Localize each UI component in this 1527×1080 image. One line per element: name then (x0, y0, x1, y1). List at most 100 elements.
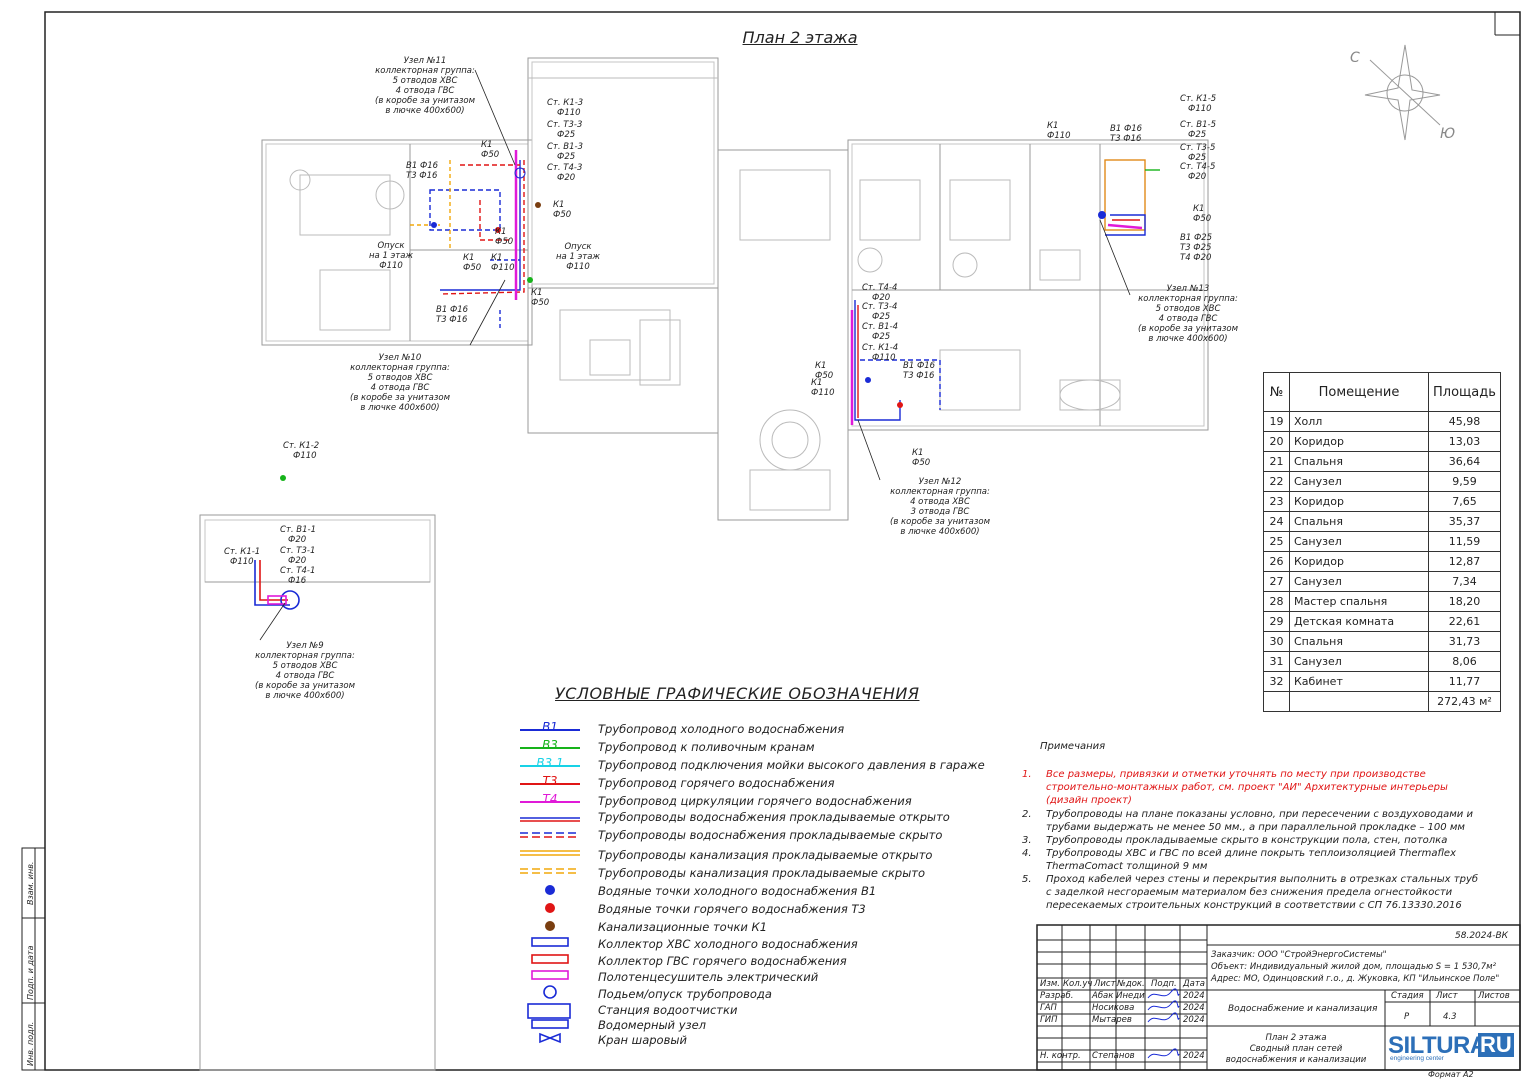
pipe-dia: Ф50 (481, 150, 500, 160)
address: Адрес: МО, Одинцовский г.о., д. Жуковка,… (1211, 974, 1500, 984)
object: Объект: Индивидуальный жилой дом, площад… (1211, 962, 1496, 972)
room-number: 32 (1263, 671, 1290, 692)
riser-dia: Ф110 (872, 353, 896, 363)
node-line: в лючке 400х600) (900, 527, 980, 537)
riser-label: Ст. В1-5 (1180, 120, 1217, 130)
node-9-callout: Узел №9 коллекторная группа: 5 отводов Х… (235, 641, 375, 701)
node-line: (в коробе за унитазом (350, 393, 450, 403)
logo-sub: engineering center (1390, 1055, 1444, 1062)
node-line: в лючке 400х600) (265, 691, 345, 701)
room-number: 31 (1263, 651, 1290, 672)
legend-code: Т3 (542, 774, 558, 788)
riser-dia: Ф25 (1188, 153, 1207, 163)
sheet-header: Лист (1436, 991, 1458, 1001)
legend-text: Коллектор ГВС горячего водоснабжения (598, 954, 847, 968)
node-12-callout: Узел №12 коллекторная группа: 4 отвода Х… (870, 477, 1010, 537)
room-name: Коридор (1289, 551, 1429, 572)
room-number: 26 (1263, 551, 1290, 572)
node-13-callout: Узел №13 коллекторная группа: 5 отводов … (1118, 284, 1258, 344)
signature-mark (1147, 1012, 1180, 1023)
pipe-code: В1 Ф16 (406, 161, 439, 171)
pipe-dia: Ф50 (1193, 214, 1212, 224)
room-number: 22 (1263, 471, 1290, 492)
room-number: 21 (1263, 451, 1290, 472)
room-number: 28 (1263, 591, 1290, 612)
legend-text: Водомерный узел (598, 1018, 707, 1032)
riser-label: Ст. К1-2 (283, 441, 320, 451)
node-line: (в коробе за унитазом (255, 681, 355, 691)
room-area: 7,65 (1428, 491, 1501, 512)
room-area: 45,98 (1428, 411, 1501, 432)
room-name: Санузел (1289, 651, 1429, 672)
legend-code: Т4 (542, 792, 558, 806)
sheet-value: 4.3 (1443, 1012, 1457, 1022)
note-number: 5. (1022, 874, 1032, 885)
legend-line-symbol: Т4 (520, 792, 590, 810)
node-line: коллекторная группа: (255, 651, 355, 661)
riser-dia: Ф20 (1188, 172, 1207, 182)
riser-label: Ст. Т4-5 (1180, 162, 1216, 172)
room-number: 27 (1263, 571, 1290, 592)
pipe-code: К1 (912, 448, 924, 458)
sheet-title-line: План 2 этажа (1265, 1033, 1327, 1043)
rooms-total-row: 272,43 м² (1263, 691, 1501, 712)
pipe-dia: Ф110 (811, 388, 835, 398)
staff-date: 2024 (1183, 1003, 1205, 1013)
node-line: (в коробе за унитазом (890, 517, 990, 527)
room-name: Коридор (1289, 431, 1429, 452)
legend-line-symbol: В3 (520, 738, 590, 756)
signatures (1147, 988, 1180, 1059)
room-name: Кабинет (1289, 671, 1429, 692)
node-line: 5 отводов ХВС (392, 76, 458, 86)
rooms-header-row: № Помещение Площадь (1263, 372, 1501, 412)
customer: Заказчик: ООО "СтройЭнергоСистемы" (1211, 950, 1387, 960)
riser-label: Ст. Т4-3 (547, 163, 583, 173)
col-area: Площадь (1428, 372, 1501, 412)
tb-col-podp: Подп. (1151, 979, 1177, 989)
riser-dia: Ф16 (288, 576, 307, 586)
room-name: Спальня (1289, 631, 1429, 652)
note-number: 2. (1022, 809, 1032, 820)
sheet-title-line: водоснабжения и канализации (1225, 1055, 1367, 1065)
logo-main: SILTURA (1388, 1032, 1487, 1059)
legend-text: Трубопровод холодного водоснабжения (598, 722, 845, 736)
riser-label: Ст. К1-5 (1180, 94, 1217, 104)
room-area: 18,20 (1428, 591, 1501, 612)
pipe-code: Т4 Ф20 (1180, 253, 1212, 263)
staff-role: Н. контр. (1040, 1051, 1081, 1061)
room-area: 36,64 (1428, 451, 1501, 472)
stamp-inv: Инв. подл. (26, 1021, 35, 1066)
legend-text: Коллектор ХВС холодного водоснабжения (598, 937, 858, 951)
compass-icon (1364, 44, 1441, 141)
tb-col-date: Дата (1183, 979, 1206, 989)
tb-col-doc: №док. (1117, 979, 1145, 989)
signature-mark (1147, 1048, 1180, 1059)
water-points (280, 167, 1106, 481)
tb-col-izm: Изм. (1040, 979, 1060, 989)
staff-name: Степанов (1092, 1051, 1135, 1061)
pipe-note: на 1 этаж (556, 252, 601, 262)
legend-text: Кран шаровый (598, 1033, 687, 1047)
pipe-note: Опуск (564, 242, 592, 252)
legend-text: Трубопровод циркуляции горячего водоснаб… (598, 794, 912, 808)
riser-label: Ст. К1-3 (547, 98, 584, 108)
compass-south: Ю (1440, 126, 1456, 142)
node-line: 4 отвода ГВС (1158, 314, 1218, 324)
riser-dia: Ф25 (557, 130, 576, 140)
room-name: Мастер спальня (1289, 591, 1429, 612)
node-line: коллекторная группа: (890, 487, 990, 497)
riser-label: Ст. В1-4 (862, 322, 899, 332)
node-line: 4 отвода ГВС (275, 671, 335, 681)
